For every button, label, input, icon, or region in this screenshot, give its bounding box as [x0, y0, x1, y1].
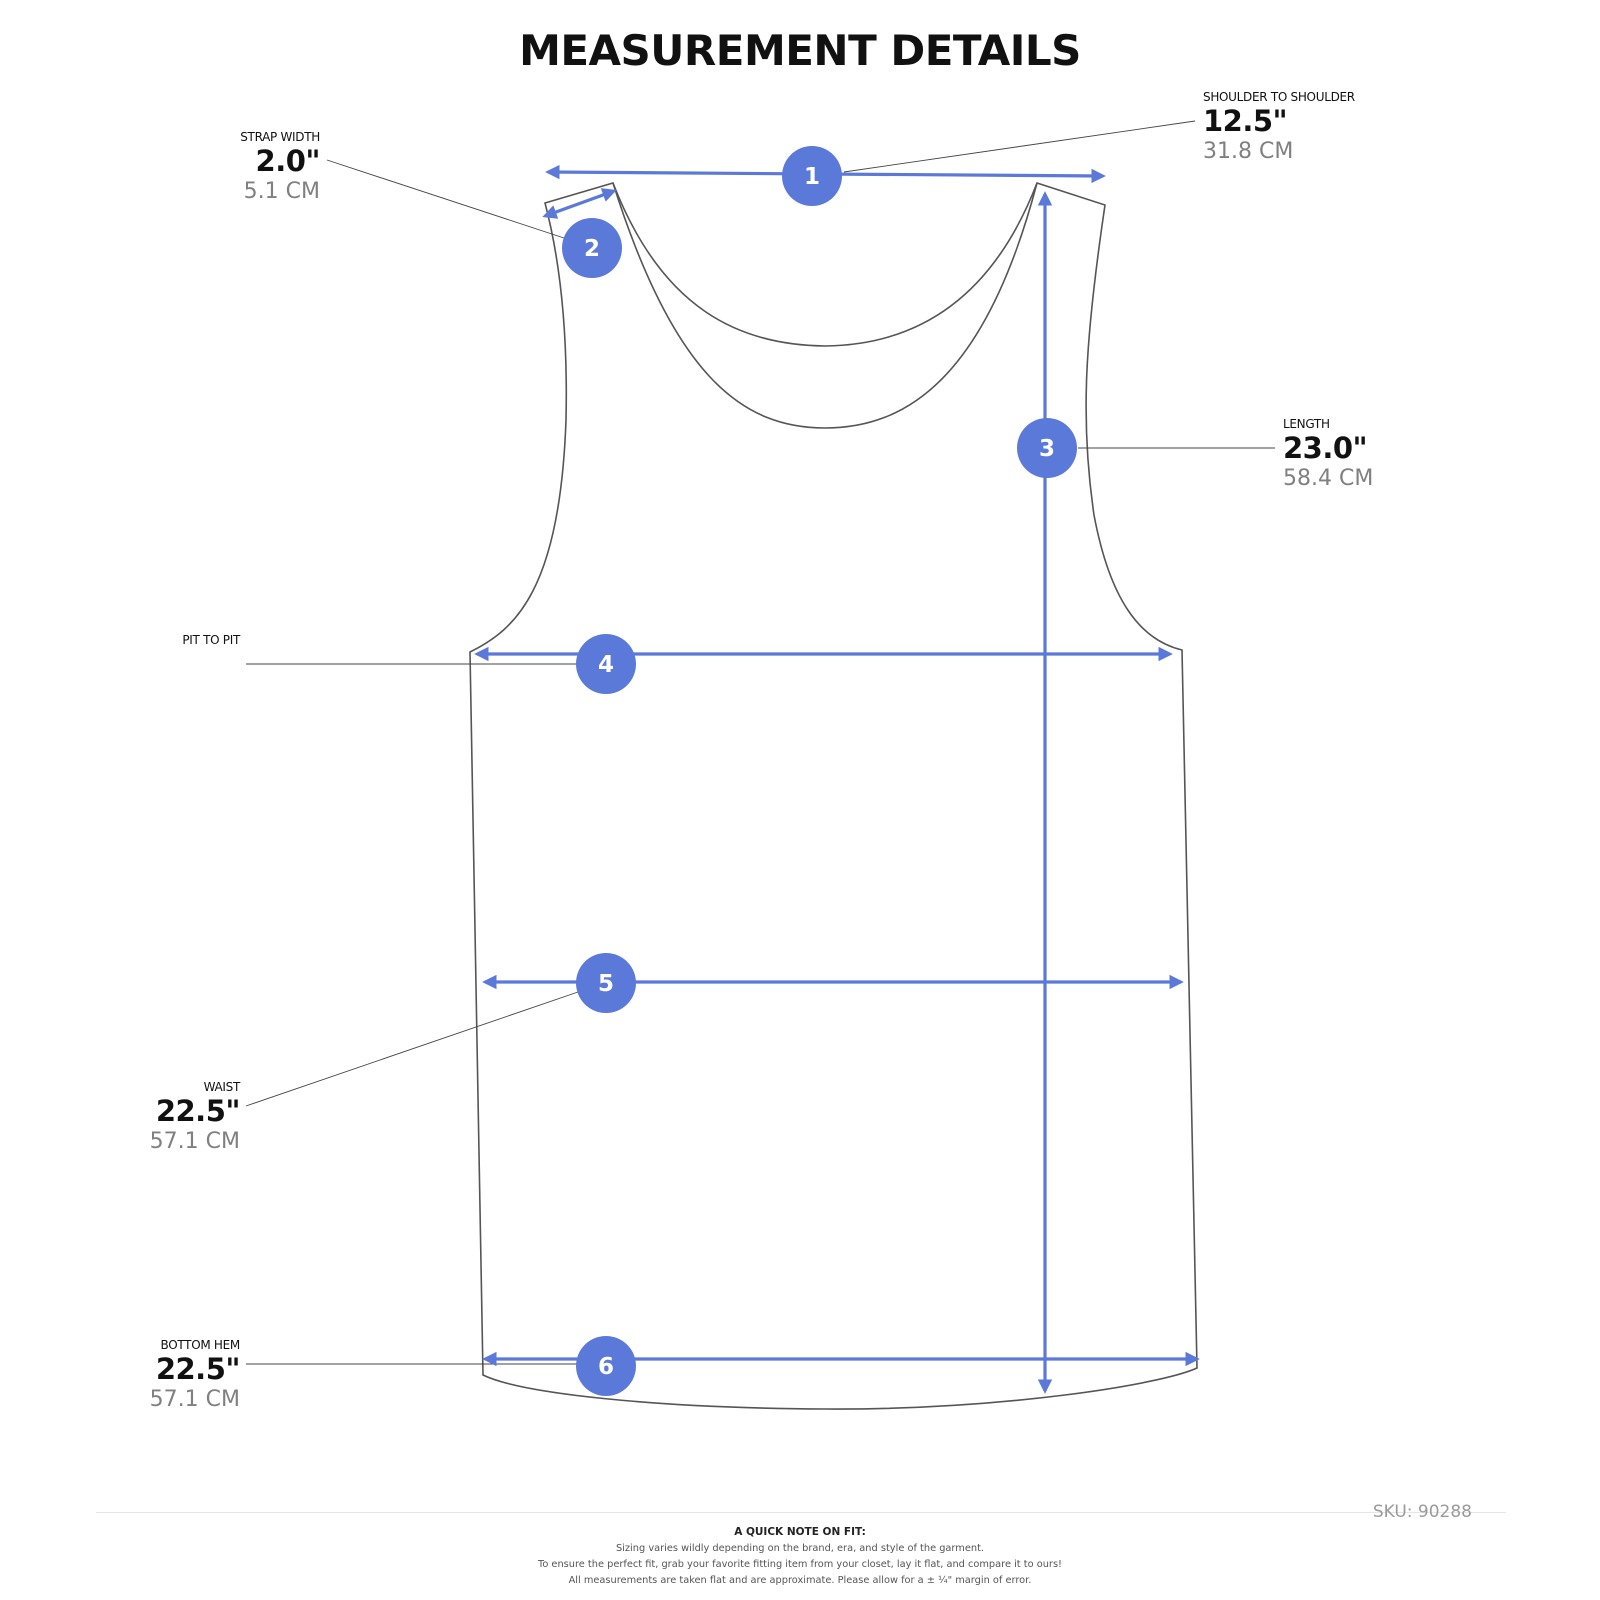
tank-top-outline: [469, 182, 1198, 1410]
label-waist: WAIST 22.5" 57.1 CM: [80, 1080, 241, 1156]
fit-note-heading: A QUICK NOTE ON FIT:: [734, 1526, 866, 1538]
measurement-name: PIT TO PIT: [182, 633, 240, 647]
fit-note-line: All measurements are taken flat and are …: [568, 1575, 1032, 1586]
measurement-cm: 57.1 CM: [149, 1387, 240, 1412]
badge-4: 4: [576, 634, 636, 694]
sku-label: SKU: 90288: [1372, 1502, 1472, 1522]
fit-note-line: To ensure the perfect fit, grab your fav…: [538, 1559, 1062, 1570]
badge-number: 1: [804, 164, 820, 190]
measurement-cm: 58.4 CM: [1283, 466, 1374, 491]
footer-divider: [96, 1512, 1506, 1513]
page-title: MEASUREMENT DETAILS: [519, 26, 1081, 75]
measurement-inches: 23.0": [1283, 431, 1368, 465]
measurement-inches: 22.5": [155, 1352, 241, 1386]
badge-2: 2: [562, 218, 622, 278]
measurement-name: BOTTOM HEM: [160, 1338, 241, 1352]
leader-line-1: [843, 120, 1196, 173]
badge-1: 1: [782, 146, 842, 206]
badge-number: 3: [1039, 436, 1055, 462]
measurement-name: SHOULDER TO SHOULDER: [1203, 90, 1355, 104]
label-strap-width: STRAP WIDTH 2.0" 5.1 CM: [160, 130, 320, 206]
badge-number: 5: [598, 971, 614, 997]
measurement-name: LENGTH: [1283, 417, 1330, 431]
measurement-inches: 12.5": [1203, 104, 1288, 138]
badge-number: 2: [584, 236, 600, 262]
leader-line-5: [245, 991, 579, 1107]
label-pit-to-pit: PIT TO PIT: [80, 633, 240, 647]
badge-number: 4: [598, 652, 614, 678]
measurement-cm: 57.1 CM: [149, 1129, 240, 1154]
fit-note-line: Sizing varies wildly depending on the br…: [615, 1543, 985, 1554]
measurement-cm: 31.8 CM: [1203, 139, 1294, 164]
leader-lines: [245, 120, 1275, 1365]
badge-number: 6: [598, 1354, 614, 1380]
badge-3: 3: [1017, 418, 1077, 478]
label-length: LENGTH 23.0" 58.4 CM: [1283, 417, 1373, 493]
measurement-inches: 22.5": [155, 1094, 241, 1128]
measurement-name: STRAP WIDTH: [240, 130, 320, 144]
measurement-arrows: [474, 164, 1200, 1394]
leader-line-2: [326, 159, 565, 239]
arrow-strap: [542, 188, 617, 219]
label-shoulder-to-shoulder: SHOULDER TO SHOULDER 12.5" 31.8 CM: [1203, 90, 1355, 166]
label-bottom-hem: BOTTOM HEM 22.5" 57.1 CM: [80, 1338, 241, 1414]
badge-5: 5: [576, 953, 636, 1013]
measurement-cm: 5.1 CM: [243, 179, 320, 204]
badge-6: 6: [576, 1336, 636, 1396]
measurement-name: WAIST: [203, 1080, 241, 1094]
measurement-inches: 2.0": [255, 144, 321, 178]
fit-note: A QUICK NOTE ON FIT: Sizing varies wildl…: [0, 1526, 1600, 1589]
